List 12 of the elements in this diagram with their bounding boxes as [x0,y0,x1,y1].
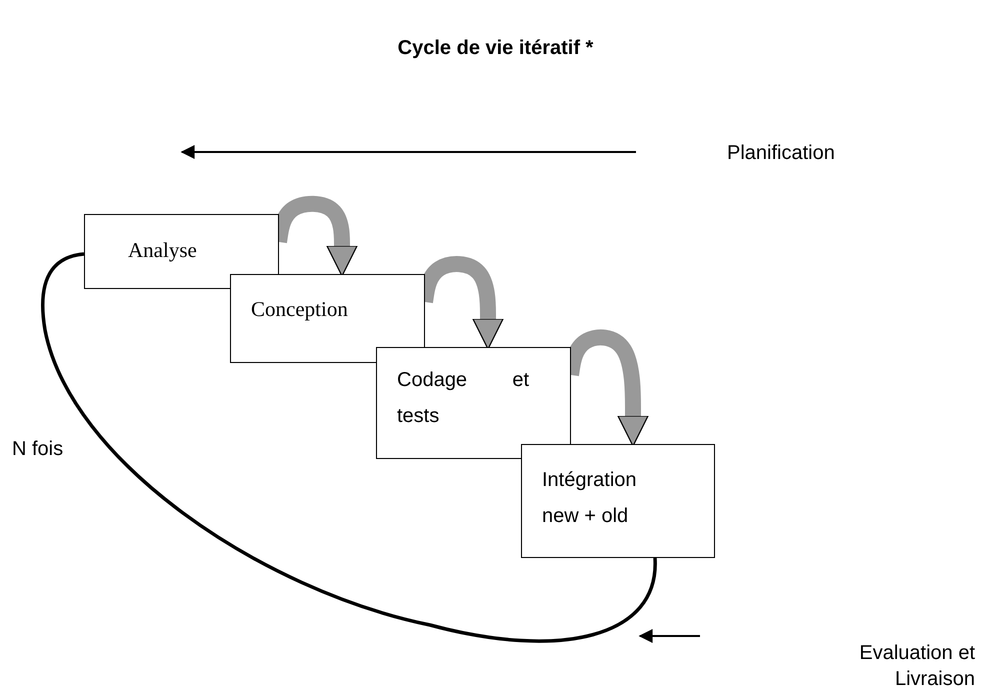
process-box [376,347,571,459]
loop-curve [41,252,657,643]
phase-label: Planification [727,142,835,165]
title: Cycle de vie itératif * [396,37,594,60]
step-label: Codage et tests [397,368,529,429]
process-box [84,214,279,289]
step-label: Conception [251,296,349,323]
process-box [521,444,715,558]
step-label: Analyse [128,237,198,264]
phase-label: Evaluation et Livraison [858,641,975,692]
process-box [230,274,425,363]
step-label: Intégration new + old [542,468,638,529]
